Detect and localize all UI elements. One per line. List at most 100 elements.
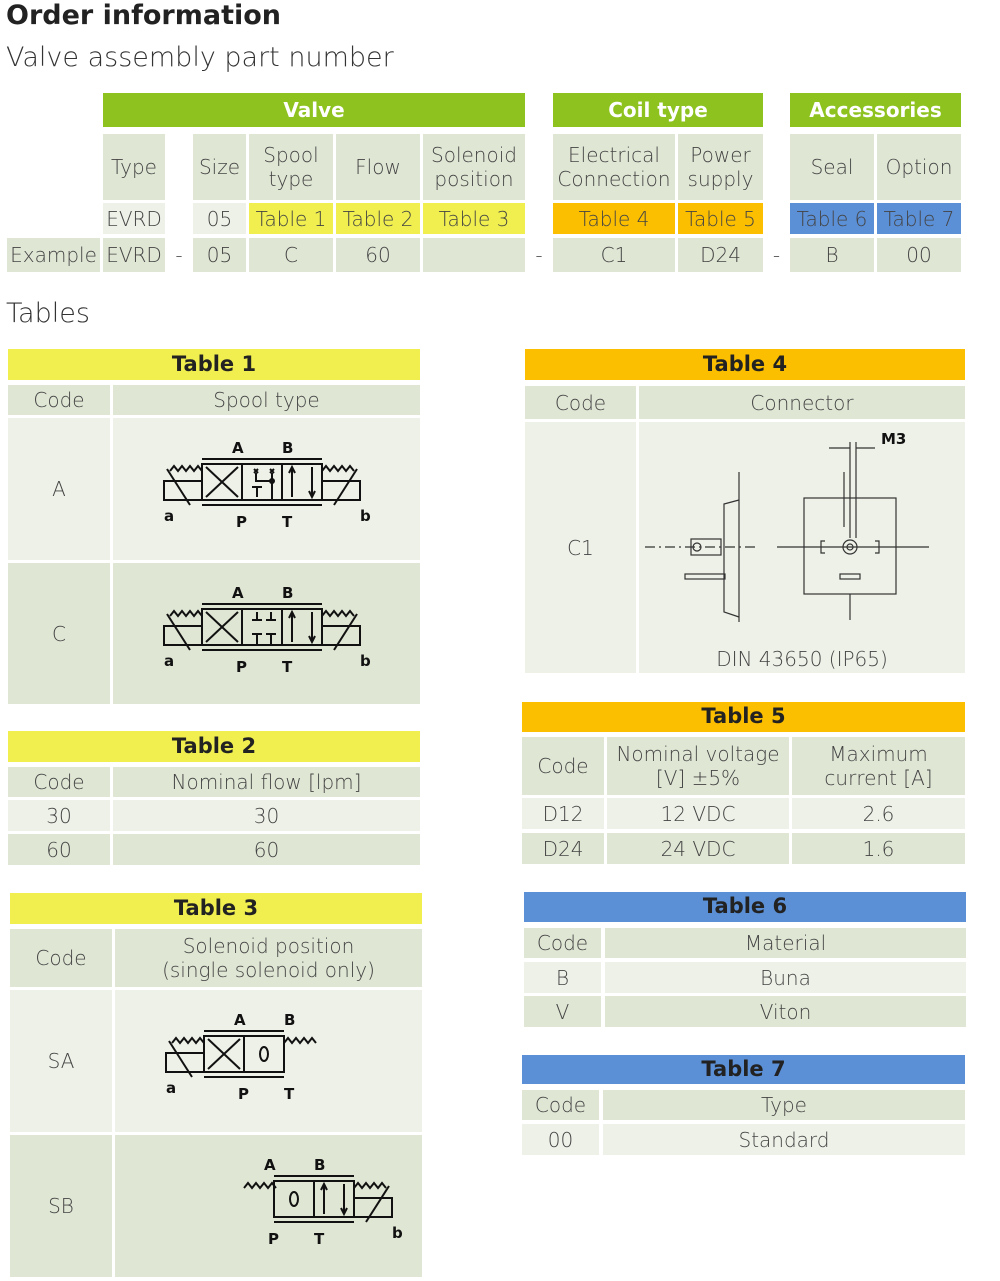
spool-a-symbol-icon: A B P T a b — [162, 439, 371, 531]
table5-voltage: 24 VDC — [607, 833, 789, 864]
example-option: 00 — [877, 238, 961, 272]
example-label: Example — [7, 238, 100, 272]
col-power: Power supply — [678, 134, 763, 200]
row-elec-ref[interactable]: Table 4 — [553, 203, 675, 234]
port-t-label: T — [282, 513, 293, 531]
table5-voltage-header: Nominal voltage [V] ±5% — [607, 737, 789, 795]
table4-code-header: Code — [525, 386, 636, 419]
example-seal: B — [790, 238, 874, 272]
example-spool: C — [249, 238, 333, 272]
table7-title: Table 7 — [522, 1055, 965, 1084]
col-type: Type — [103, 134, 165, 200]
port-b-label: B — [282, 439, 293, 457]
example-dash: - — [535, 243, 543, 267]
port-p-label: P — [238, 1085, 249, 1103]
col-seal: Seal — [790, 134, 874, 200]
table7-code-header: Code — [522, 1090, 599, 1120]
tables-heading: Tables — [6, 298, 90, 329]
table7-type: Standard — [603, 1124, 965, 1155]
col-solenoid: Solenoid position — [423, 134, 525, 200]
col-size: Size — [193, 134, 246, 200]
solenoid-a-label: a — [166, 1079, 176, 1097]
table4-caption: DIN 43650 (IP65) — [716, 647, 888, 671]
table1-code-c: C — [8, 563, 110, 704]
table1-code-header: Code — [8, 385, 110, 415]
port-a-label: A — [232, 584, 244, 602]
group-coil: Coil type — [553, 93, 763, 127]
table2-title: Table 2 — [8, 731, 420, 762]
row-power-ref[interactable]: Table 5 — [678, 203, 763, 234]
table1-title: Table 1 — [8, 349, 420, 380]
table6-material: Viton — [605, 996, 966, 1027]
port-b-label: B — [282, 584, 293, 602]
table4-code-c1: C1 — [525, 422, 636, 673]
port-a-label: A — [264, 1156, 276, 1174]
table2-flow: 30 — [113, 800, 420, 831]
table4-connector-header: Connector — [639, 386, 965, 419]
solenoid-b-label: b — [392, 1224, 403, 1242]
table5-current-header: Maximum current [A] — [792, 737, 965, 795]
example-dash: - — [175, 243, 183, 267]
example-size: 05 — [193, 238, 246, 272]
table3-code-header: Code — [10, 929, 112, 987]
table3-title: Table 3 — [10, 893, 422, 924]
row-seal-ref[interactable]: Table 6 — [790, 203, 874, 234]
port-p-label: P — [236, 513, 247, 531]
table6-code-header: Code — [524, 928, 601, 958]
col-electrical: Electrical Connection — [553, 134, 675, 200]
table1-spool-header: Spool type — [113, 385, 420, 415]
solenoid-a-label: a — [164, 507, 174, 525]
page-title: Order information — [6, 0, 281, 31]
port-p-label: P — [236, 658, 247, 676]
row-solenoid-ref[interactable]: Table 3 — [423, 203, 525, 234]
table5-title: Table 5 — [522, 702, 965, 732]
table6-code: B — [524, 962, 601, 993]
port-t-label: T — [314, 1230, 325, 1248]
table2-code: 30 — [8, 800, 110, 831]
group-accessories: Accessories — [790, 93, 961, 127]
table2-flow: 60 — [113, 834, 420, 865]
row-flow-ref[interactable]: Table 2 — [336, 203, 420, 234]
col-spool: Spool type — [249, 134, 333, 200]
example-flow: 60 — [336, 238, 420, 272]
port-b-label: B — [284, 1011, 295, 1029]
table3-code-sb: SB — [10, 1135, 112, 1277]
table2-flow-header: Nominal flow [lpm] — [113, 767, 420, 797]
port-b-label: B — [314, 1156, 325, 1174]
m3-label: M3 — [881, 430, 906, 448]
table1-symbol-a: A B P T a b — [113, 418, 420, 560]
table5-current: 2.6 — [792, 798, 965, 829]
example-solenoid — [423, 238, 525, 272]
table5-voltage: 12 VDC — [607, 798, 789, 829]
table6-material: Buna — [605, 962, 966, 993]
table6-material-header: Material — [605, 928, 966, 958]
example-elec: C1 — [553, 238, 675, 272]
port-a-label: A — [232, 439, 244, 457]
table5-code: D12 — [522, 798, 604, 829]
subtitle: Valve assembly part number — [6, 42, 394, 73]
row-size: 05 — [193, 203, 246, 234]
table5-code: D24 — [522, 833, 604, 864]
table7-code: 00 — [522, 1124, 599, 1155]
col-flow: Flow — [336, 134, 420, 200]
row-spool-ref[interactable]: Table 1 — [249, 203, 333, 234]
solenoid-b-label: b — [360, 507, 371, 525]
table5-current: 1.6 — [792, 833, 965, 864]
table4-title: Table 4 — [525, 349, 965, 380]
solenoid-b-label: b — [360, 652, 371, 670]
row-option-ref[interactable]: Table 7 — [877, 203, 961, 234]
table5-code-header: Code — [522, 737, 604, 795]
group-valve: Valve — [103, 93, 525, 127]
table4-connector-cell: M3 DIN 43650 (IP65) — [639, 422, 965, 673]
table1-code-a: A — [8, 418, 110, 560]
solenoid-a-label: a — [164, 652, 174, 670]
row-type: EVRD — [103, 203, 165, 234]
example-type: EVRD — [103, 238, 165, 272]
table7-type-header: Type — [603, 1090, 965, 1120]
din-connector-drawing-icon: M3 — [645, 430, 929, 622]
